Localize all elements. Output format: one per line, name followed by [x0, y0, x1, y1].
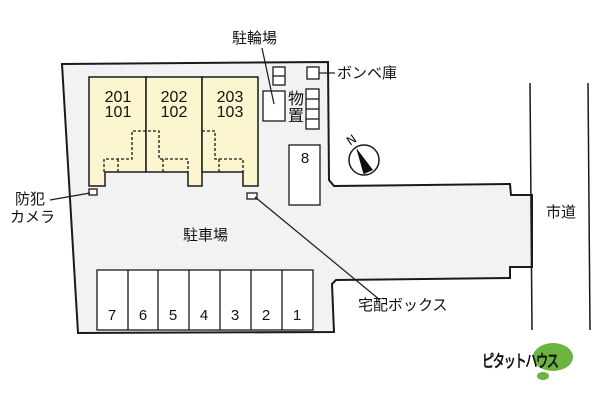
road-edge-right	[587, 82, 591, 331]
delivery-box	[246, 192, 258, 200]
leader-delivery	[254, 196, 381, 301]
bicycle-parking-label: 駐輪場	[232, 29, 278, 47]
leader-bicycle	[261, 47, 275, 105]
stall-number-8: 8	[300, 150, 310, 167]
security-camera-label-2: カメラ	[10, 208, 56, 226]
stall-number: 4	[199, 307, 209, 324]
stall-number: 1	[292, 307, 302, 324]
storage-shed	[262, 90, 286, 122]
storage-label: 物置	[288, 89, 305, 125]
brand-name: ピタットハウス	[482, 352, 559, 372]
city-road-label: 市道	[546, 203, 577, 221]
leader-camera	[49, 192, 91, 201]
brand-logo-icon	[533, 343, 573, 380]
stall-number: 7	[107, 307, 117, 324]
stall-number: 2	[261, 307, 271, 324]
stairs-dashed	[103, 130, 244, 172]
security-camera	[88, 188, 98, 196]
parking-lot-label: 駐車場	[183, 226, 229, 244]
stall-number: 5	[168, 307, 178, 324]
stall-number: 6	[138, 307, 148, 324]
parking-stalls	[96, 269, 314, 331]
compass-icon	[348, 144, 380, 176]
delivery-box-label: 宅配ボックス	[358, 296, 448, 314]
gas-cylinder-box	[306, 66, 320, 80]
security-camera-label-1: 防犯	[15, 190, 46, 208]
gas-storage-label: ボンベ庫	[337, 64, 398, 82]
road-edge-left	[529, 82, 533, 331]
stall-number: 3	[230, 307, 240, 324]
parking-stall-8	[288, 144, 321, 206]
